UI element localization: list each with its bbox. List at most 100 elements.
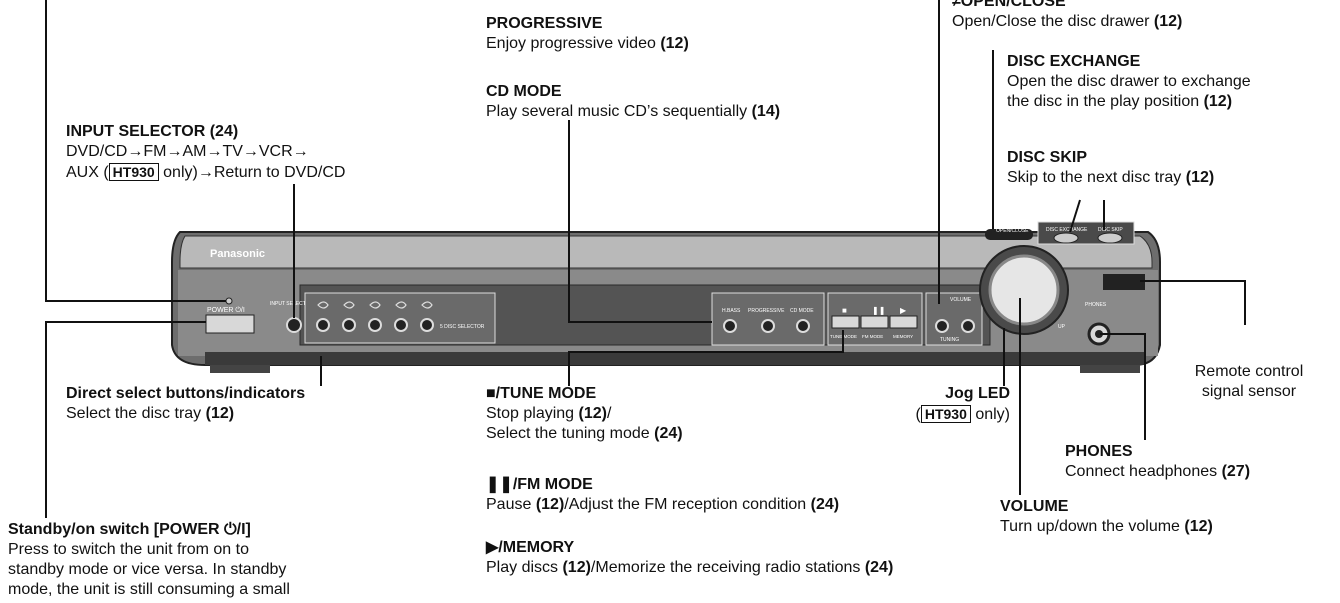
device-foot-left (210, 365, 270, 373)
disc-indicators (317, 301, 433, 309)
pause-fm-line1: Pause (486, 496, 536, 513)
open-close-desc-text: Open/Close the disc drawer (952, 13, 1154, 30)
disc-exchange-line1: Open the disc drawer to exchange (1007, 73, 1251, 90)
disc-skip-callout: DISC SKIP Skip to the next disc tray (12… (1007, 148, 1214, 188)
open-close-callout: ≠OPEN/CLOSE Open/Close the disc drawer (… (952, 0, 1182, 32)
memory-caption: MEMORY (893, 334, 913, 339)
pause-fm-mid: /Adjust the FM reception condition (564, 496, 811, 513)
disc-skip-title: DISC SKIP (1007, 149, 1088, 166)
hbass-button[interactable] (723, 319, 737, 333)
open-close-title: ≠OPEN/CLOSE (952, 0, 1066, 10)
remote-sensor-callout: Remote control signal sensor (1186, 362, 1312, 402)
volume-ref: (12) (1184, 518, 1213, 535)
remote-line2: signal sensor (1201, 383, 1297, 400)
disc-exchange-line2-text: the disc in the play position (1007, 93, 1204, 110)
leader-stop (568, 330, 844, 386)
input-selector-line2-pre: AUX ( (66, 164, 109, 181)
leader-standby-indicator (45, 0, 226, 302)
phones-jack-hole (1095, 330, 1103, 338)
volume-callout: VOLUME Turn up/down the volume (12) (1000, 497, 1213, 537)
stop-button[interactable] (831, 315, 860, 329)
disc-skip-desc: Skip to the next disc tray (12) (1007, 168, 1214, 188)
leader-remote (1140, 280, 1246, 325)
cd-mode-button[interactable] (796, 319, 810, 333)
cd-mode-callout: CD MODE Play several music CD’s sequenti… (486, 82, 780, 122)
progressive-callout: PROGRESSIVE Enjoy progressive video (12) (486, 14, 689, 54)
ht930-badge: HT930 (108, 163, 159, 181)
knob-up-caption: UP (1058, 324, 1066, 330)
input-selector-line2: AUX (HT930 only)→Return to DVD/CD (66, 162, 345, 183)
disc-button-1[interactable] (316, 318, 330, 332)
play-symbol: ▶ (900, 306, 907, 315)
standby-line1: Press to switch the unit from on to (8, 541, 249, 558)
standby-title: Standby/on switch [POWER ⏻/I] (8, 521, 251, 538)
play-memory-callout: ▶/MEMORY Play discs (12)/Memorize the re… (486, 538, 893, 578)
disc-exchange-button[interactable] (1053, 232, 1079, 244)
stop-tune-line1: Stop playing (12)/ (486, 404, 683, 424)
standby-callout: Standby/on switch [POWER ⏻/I] Press to s… (8, 520, 290, 600)
disc-exchange-callout: DISC EXCHANGE Open the disc drawer to ex… (1007, 52, 1251, 112)
open-close-button[interactable] (985, 229, 1033, 240)
direct-select-callout: Direct select buttons/indicators Select … (66, 384, 305, 424)
disc-exchange-caption: DISC EXCHANGE (1046, 227, 1088, 233)
progressive-title: PROGRESSIVE (486, 15, 603, 32)
pause-button[interactable] (860, 315, 889, 329)
play-memory-desc: Play discs (12)/Memorize the receiving r… (486, 558, 893, 578)
disc-skip-caption: DISC SKIP (1098, 227, 1123, 233)
device-foot-right (1080, 365, 1140, 373)
standby-line3: mode, the unit is still consuming a smal… (8, 581, 290, 598)
device-base (205, 352, 1145, 365)
remote-line1: Remote control (1194, 363, 1304, 380)
remote-sensor-window (1103, 274, 1145, 290)
tuning-up-button[interactable] (961, 319, 975, 333)
disc-button-3[interactable] (368, 318, 382, 332)
cd-mode-ref: (14) (751, 103, 781, 120)
phones-callout: PHONES Connect headphones (27) (1065, 442, 1250, 482)
jog-led-title: Jog LED (945, 385, 1010, 402)
stop-symbol: ■ (842, 306, 847, 315)
disc-skip-ref: (12) (1185, 169, 1215, 186)
power-button[interactable] (205, 314, 255, 334)
phones-desc-text: Connect headphones (1065, 463, 1222, 480)
play-memory-ref1: (12) (562, 559, 591, 576)
progressive-caption: PROGRESSIVE (748, 308, 785, 314)
disc-exchange-line2: the disc in the play position (12) (1007, 92, 1251, 112)
play-button[interactable] (889, 315, 918, 329)
disc-button-4[interactable] (394, 318, 408, 332)
pause-fm-callout: ❚❚/FM MODE Pause (12)/Adjust the FM rece… (486, 475, 839, 515)
input-selector-line1: DVD/CD→FM→AM→TV→VCR→ (66, 143, 309, 160)
open-close-ref: (12) (1153, 13, 1183, 30)
disc-skip-desc-text: Skip to the next disc tray (1007, 169, 1186, 186)
disc-button-2[interactable] (342, 318, 356, 332)
pause-fm-desc: Pause (12)/Adjust the FM reception condi… (486, 495, 839, 515)
cd-mode-caption: CD MODE (790, 308, 814, 314)
direct-select-desc-text: Select the disc tray (66, 405, 206, 422)
tuning-down-button[interactable] (935, 319, 949, 333)
cd-mode-desc: Play several music CD’s sequentially (14… (486, 102, 780, 122)
phones-caption: PHONES (1085, 302, 1107, 308)
tuning-panel (925, 292, 983, 346)
play-memory-ref2: (24) (864, 559, 894, 576)
input-selector-line2-post: only)→Return to DVD/CD (158, 164, 346, 181)
input-selector-title: INPUT SELECTOR (24) (66, 123, 239, 140)
stop-tune-title: ■/TUNE MODE (486, 385, 597, 402)
disc-selector-caption: 5 DISC SELECTOR (440, 324, 485, 330)
jog-led-post: only) (970, 406, 1010, 423)
volume-desc: Turn up/down the volume (12) (1000, 517, 1213, 537)
disc-skip-button[interactable] (1097, 232, 1123, 244)
volume-knob[interactable] (988, 254, 1060, 326)
volume-desc-text: Turn up/down the volume (1000, 518, 1185, 535)
open-close-caption: OPEN/CLOSE (996, 228, 1029, 234)
device-top-panel (179, 235, 1153, 269)
play-memory-line1: Play discs (486, 559, 563, 576)
disc-button-5[interactable] (420, 318, 434, 332)
progressive-ref: (12) (660, 35, 689, 52)
input-selector-caption: INPUT SELECTOR (270, 301, 314, 307)
direct-select-title: Direct select buttons/indicators (66, 385, 306, 402)
stop-tune-ref2: (24) (654, 425, 683, 442)
fm-mode-caption: FM MODE (862, 334, 883, 339)
leader-power (45, 321, 206, 518)
leader-disc-exchange-btn (1069, 199, 1081, 233)
pause-fm-ref2: (24) (810, 496, 840, 513)
progressive-button[interactable] (761, 319, 775, 333)
